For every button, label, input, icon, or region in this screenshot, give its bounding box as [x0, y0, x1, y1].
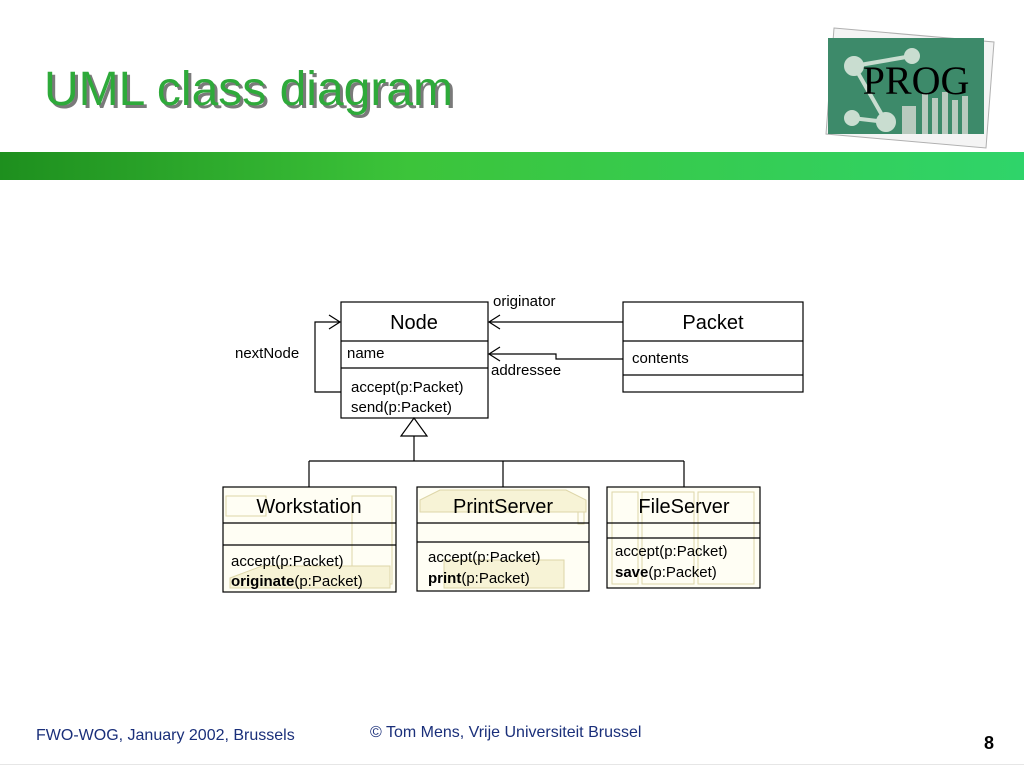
role-addressee: addressee: [491, 362, 561, 379]
title-underline-bar: [0, 152, 1024, 180]
class-fileserver: FileServer accept(p:Packet) save(p:Packe…: [606, 486, 761, 589]
page-number: 8: [984, 733, 995, 753]
association-originator: originator: [487, 293, 623, 330]
packet-class-name: Packet: [682, 312, 744, 334]
workstation-operation: accept(p:Packet): [231, 553, 344, 570]
node-operation: accept(p:Packet): [351, 379, 464, 396]
printserver-class-name: PrintServer: [453, 496, 553, 518]
fileserver-class-name: FileServer: [638, 496, 729, 518]
role-next-node: nextNode: [235, 345, 299, 362]
footer-left: FWO-WOG, January 2002, Brussels: [36, 727, 295, 744]
class-workstation: Workstation accept(p:Packet) originate(p…: [222, 486, 397, 593]
workstation-operation: originate(p:Packet): [231, 573, 363, 590]
generalization-tree: [308, 416, 685, 487]
association-next-node: nextNode: [235, 314, 342, 393]
packet-attribute: contents: [632, 350, 689, 367]
role-originator: originator: [493, 293, 556, 310]
association-addressee: addressee: [487, 346, 623, 379]
footer-copyright: © Tom Mens, Vrije Universiteit Brussel: [370, 724, 642, 741]
printserver-operation: accept(p:Packet): [428, 549, 541, 566]
slide-title: UML class diagram: [44, 63, 454, 116]
fileserver-operation: accept(p:Packet): [615, 543, 728, 560]
printserver-operation: print(p:Packet): [428, 570, 530, 587]
node-operation: send(p:Packet): [351, 399, 452, 416]
logo-text: PROG: [863, 58, 970, 103]
class-node: Node name accept(p:Packet) send(p:Packet…: [340, 301, 489, 419]
workstation-class-name: Workstation: [256, 496, 361, 518]
prog-logo: PROG: [822, 26, 998, 150]
class-packet: Packet contents: [622, 301, 804, 393]
class-printserver: PrintServer accept(p:Packet) print(p:Pac…: [416, 486, 590, 592]
node-attribute: name: [347, 345, 385, 362]
footer-divider: [0, 764, 1024, 765]
node-class-name: Node: [390, 312, 438, 334]
fileserver-operation: save(p:Packet): [615, 564, 717, 581]
